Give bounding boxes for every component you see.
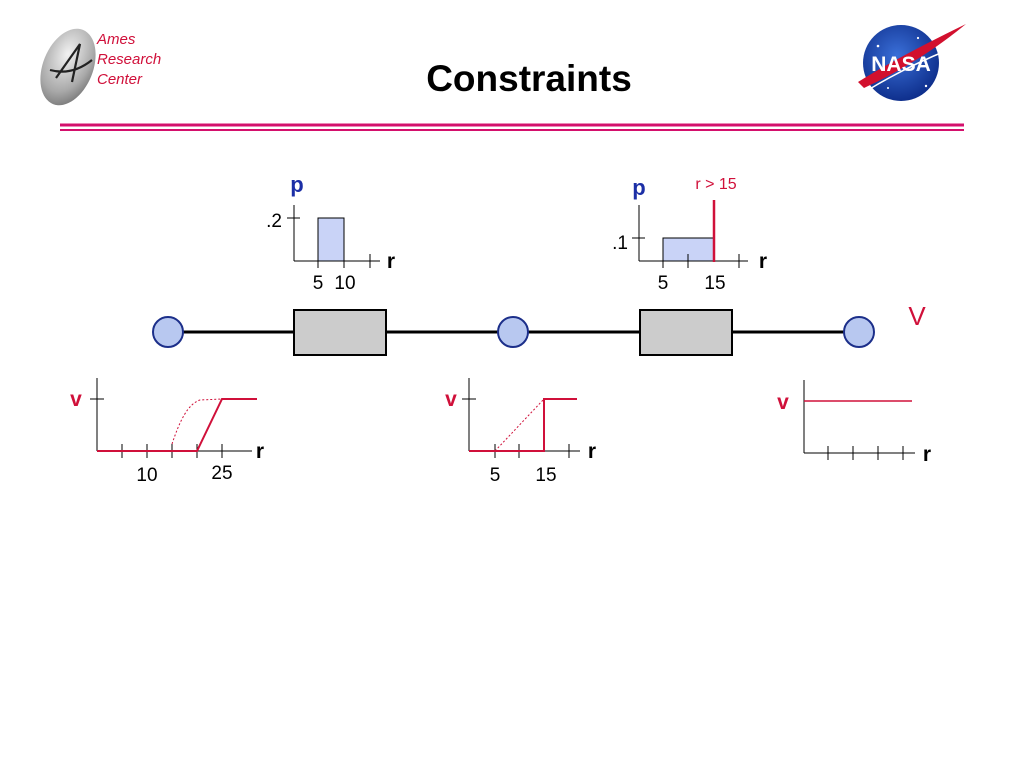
value-label: V <box>908 301 926 331</box>
constraint-box-right <box>639 309 733 356</box>
x-axis-label: r <box>256 440 264 463</box>
slide-title: Constraints <box>426 58 632 99</box>
research-line: Research <box>97 51 162 68</box>
chain-node-right <box>843 316 875 348</box>
x-tick-label: 25 <box>211 463 232 484</box>
bottom-middle-value-plot: v r 5 15 <box>445 378 596 486</box>
threshold-annotation: r > 15 <box>695 176 736 193</box>
svg-text:NASA: NASA <box>871 53 931 76</box>
x-axis-label: r <box>588 440 596 463</box>
x-tick-label: 10 <box>334 273 355 294</box>
x-tick-label: 10 <box>136 465 157 486</box>
chain-node-left <box>152 316 184 348</box>
constraint-box-left <box>293 309 387 356</box>
top-left-probability-plot: p .2 r 5 10 <box>266 172 395 294</box>
x-axis-label: r <box>759 250 767 273</box>
y-axis-label: p <box>290 172 303 197</box>
bottom-right-value-plot: v r <box>777 380 931 466</box>
center-line: Center <box>97 71 143 88</box>
top-right-probability-plot: r > 15 p .1 r 5 15 <box>612 175 767 294</box>
x-axis-label: r <box>923 443 931 466</box>
soft-constraint-curve <box>494 398 545 452</box>
nasa-logo-icon: NASA <box>858 24 966 101</box>
y-axis-label: v <box>777 391 789 414</box>
y-tick-label: .2 <box>266 211 282 232</box>
x-tick-label: 15 <box>704 273 725 294</box>
x-tick-label: 15 <box>535 465 556 486</box>
x-tick-label: 5 <box>490 465 501 486</box>
soft-constraint-curve <box>171 398 223 445</box>
chain-node-middle <box>497 316 529 348</box>
hard-constraint-curve <box>97 398 257 452</box>
y-axis-label: p <box>632 175 645 200</box>
x-axis-label: r <box>387 250 395 273</box>
y-axis-label: v <box>445 388 457 411</box>
probability-bar <box>317 217 345 262</box>
ames-logo-icon <box>40 28 96 106</box>
ames-line: Ames <box>97 31 136 48</box>
x-tick-label: 5 <box>313 273 324 294</box>
constraint-chain: V <box>152 301 926 356</box>
y-axis-label: v <box>70 388 82 411</box>
ames-research-center-label: Ames Research Center <box>97 30 161 90</box>
bottom-left-value-plot: v r 10 25 <box>70 378 264 486</box>
y-tick-label: .1 <box>612 233 628 254</box>
hard-constraint-curve <box>469 398 577 452</box>
x-tick-label: 5 <box>658 273 669 294</box>
